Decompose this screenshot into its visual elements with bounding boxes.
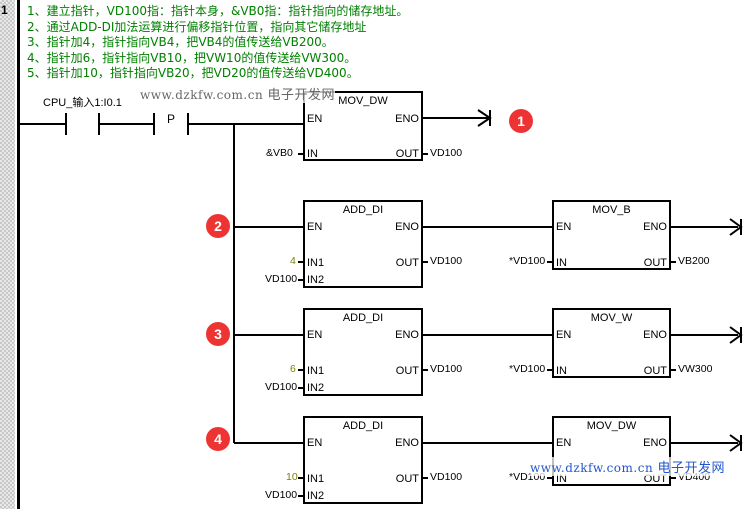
step-badge: 1 xyxy=(509,109,533,133)
in1-pin: IN1 xyxy=(307,365,325,377)
eno-pin: ENO xyxy=(395,113,419,125)
out-pin: OUT xyxy=(395,148,419,160)
mov-b-block[interactable]: MOV_B EN ENO IN OUT xyxy=(552,200,671,270)
block-title: ADD_DI xyxy=(342,420,384,432)
out-operand[interactable]: VD100 xyxy=(430,471,463,483)
block-title: MOV_B xyxy=(592,204,631,216)
out-pin: OUT xyxy=(643,257,667,269)
watermark: www.dzkfw.com.cn 电子开发网 xyxy=(530,457,726,476)
in1-constant[interactable]: 4 xyxy=(290,255,296,267)
en-pin: EN xyxy=(556,329,572,341)
in-pin: IN xyxy=(556,365,567,377)
en-pin: EN xyxy=(307,221,323,233)
comment-line: 2、通过ADD-DI加法运算进行偏移指针位置，指向其它储存地址 xyxy=(27,19,367,34)
eno-pin: ENO xyxy=(643,221,667,233)
watermark-site: 电子开发网 xyxy=(267,88,336,103)
add-di-block[interactable]: ADD_DI EN ENO IN1 IN2 OUT xyxy=(303,200,423,288)
rung-number[interactable]: 1 xyxy=(1,3,8,17)
en-pin: EN xyxy=(307,329,323,341)
in2-pin: IN2 xyxy=(307,490,325,502)
in1-constant[interactable]: 6 xyxy=(290,363,296,375)
in1-constant[interactable]: 10 xyxy=(286,471,298,483)
in2-pin: IN2 xyxy=(307,274,325,286)
block-title: MOV_DW xyxy=(338,95,388,107)
step-badge: 4 xyxy=(206,427,230,451)
out-pin: OUT xyxy=(643,473,667,485)
out-operand[interactable]: VW300 xyxy=(678,363,713,375)
out-pin: OUT xyxy=(395,257,419,269)
add-di-block[interactable]: ADD_DI EN ENO IN1 IN2 OUT xyxy=(303,416,423,504)
positive-edge-label[interactable]: P xyxy=(167,112,176,126)
in-pin: IN xyxy=(556,473,567,485)
en-pin: EN xyxy=(556,437,572,449)
contact-address[interactable]: CPU_输入1:I0.1 xyxy=(43,97,122,109)
in-pin: IN xyxy=(307,148,318,160)
block-title: MOV_DW xyxy=(586,420,637,432)
eno-pin: ENO xyxy=(395,437,419,449)
comment-line: 4、指针加6，指针指向VB10，把VW10的值传送给VW300。 xyxy=(27,50,357,65)
out-operand[interactable]: VB200 xyxy=(678,255,710,267)
in2-operand[interactable]: VD100 xyxy=(265,381,298,393)
block-title: ADD_DI xyxy=(342,204,384,216)
eno-pin: ENO xyxy=(395,221,419,233)
add-di-block[interactable]: ADD_DI EN ENO IN1 IN2 OUT xyxy=(303,308,423,396)
watermark-url: www.dzkfw.com.cn xyxy=(530,461,654,475)
in2-pin: IN2 xyxy=(307,382,325,394)
eno-pin: ENO xyxy=(643,329,667,341)
watermark-site: 电子开发网 xyxy=(657,461,726,476)
eno-pin: ENO xyxy=(643,437,667,449)
eno-pin: ENO xyxy=(395,329,419,341)
out-pin: OUT xyxy=(643,365,667,377)
in2-operand[interactable]: VD100 xyxy=(265,489,298,501)
en-pin: EN xyxy=(307,437,323,449)
in-operand[interactable]: *VD100 xyxy=(509,255,546,267)
block-title: MOV_W xyxy=(590,312,633,324)
watermark-url: www.dzkfw.com.cn xyxy=(140,88,264,102)
in-operand[interactable]: *VD100 xyxy=(509,363,546,375)
in2-operand[interactable]: VD100 xyxy=(265,273,298,285)
rung-comment[interactable]: 1、建立指针，VD100指：指针本身，&VB0指：指针指向的储存地址。 2、通过… xyxy=(27,4,408,82)
comment-line: 1、建立指针，VD100指：指针本身，&VB0指：指针指向的储存地址。 xyxy=(27,4,409,18)
rung-gutter xyxy=(0,0,15,509)
out-pin: OUT xyxy=(395,365,419,377)
comment-line: 3、指针加4，指针指向VB4，把VB4的值传送给VB200。 xyxy=(27,35,334,49)
out-pin: OUT xyxy=(395,473,419,485)
step-badge: 2 xyxy=(206,214,230,238)
comment-line: 5、指针加10，指针指向VB20，把VD20的值传送给VD400。 xyxy=(27,66,359,80)
out-operand[interactable]: VD100 xyxy=(430,363,463,375)
power-rail xyxy=(17,0,20,509)
en-pin: EN xyxy=(556,221,572,233)
block-title: ADD_DI xyxy=(342,312,384,324)
in-pin: IN xyxy=(556,257,567,269)
in1-pin: IN1 xyxy=(307,257,325,269)
out-operand[interactable]: VD100 xyxy=(430,147,463,159)
step-badge: 3 xyxy=(206,322,230,346)
mov-w-block[interactable]: MOV_W EN ENO IN OUT xyxy=(552,308,671,378)
in-operand[interactable]: &VB0 xyxy=(266,147,293,159)
watermark: www.dzkfw.com.cn 电子开发网 xyxy=(140,84,336,103)
out-operand[interactable]: VD100 xyxy=(430,255,463,267)
in1-pin: IN1 xyxy=(307,473,325,485)
en-pin: EN xyxy=(307,113,323,125)
